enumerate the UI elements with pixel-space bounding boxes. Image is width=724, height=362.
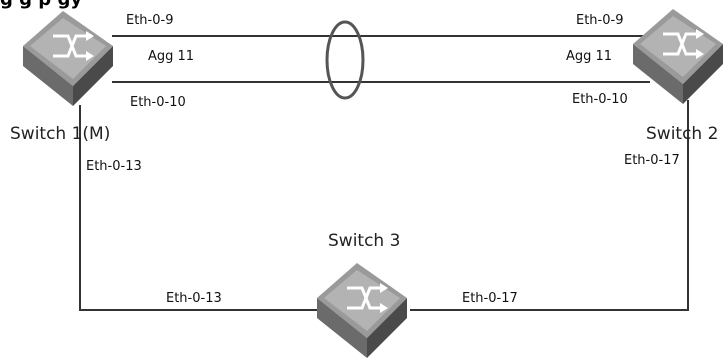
s3-left-port-label: Eth-0-13 xyxy=(166,291,222,306)
link-switch2-switch3 xyxy=(410,100,689,311)
link-switch1-switch3 xyxy=(79,105,330,311)
switch3-icon: SWITCH xyxy=(312,258,412,362)
s1-to-s3-port-label: Eth-0-13 xyxy=(86,159,142,174)
s1-top-port-label: Eth-0-9 xyxy=(126,13,174,28)
s3-right-port-label: Eth-0-17 xyxy=(462,291,518,306)
s2-bottom-port-label: Eth-0-10 xyxy=(572,92,628,107)
switch3-name: Switch 3 xyxy=(328,231,401,251)
s2-to-s3-port-label: Eth-0-17 xyxy=(624,153,680,168)
s2-top-port-label: Eth-0-9 xyxy=(576,13,624,28)
switch1-name: Switch 1(M) xyxy=(10,124,111,144)
switch2-name: Switch 2 xyxy=(646,124,719,144)
s2-agg-label: Agg 11 xyxy=(566,49,613,64)
links-layer xyxy=(79,20,689,311)
switch1-icon: SWITCH xyxy=(18,6,118,115)
s1-bottom-port-label: Eth-0-10 xyxy=(130,95,186,110)
diagram-title: g g p gy xyxy=(0,0,82,9)
aggregation-ellipse xyxy=(325,20,365,100)
switch2-icon: SWITCH xyxy=(628,4,724,113)
s1-agg-label: Agg 11 xyxy=(148,49,195,64)
